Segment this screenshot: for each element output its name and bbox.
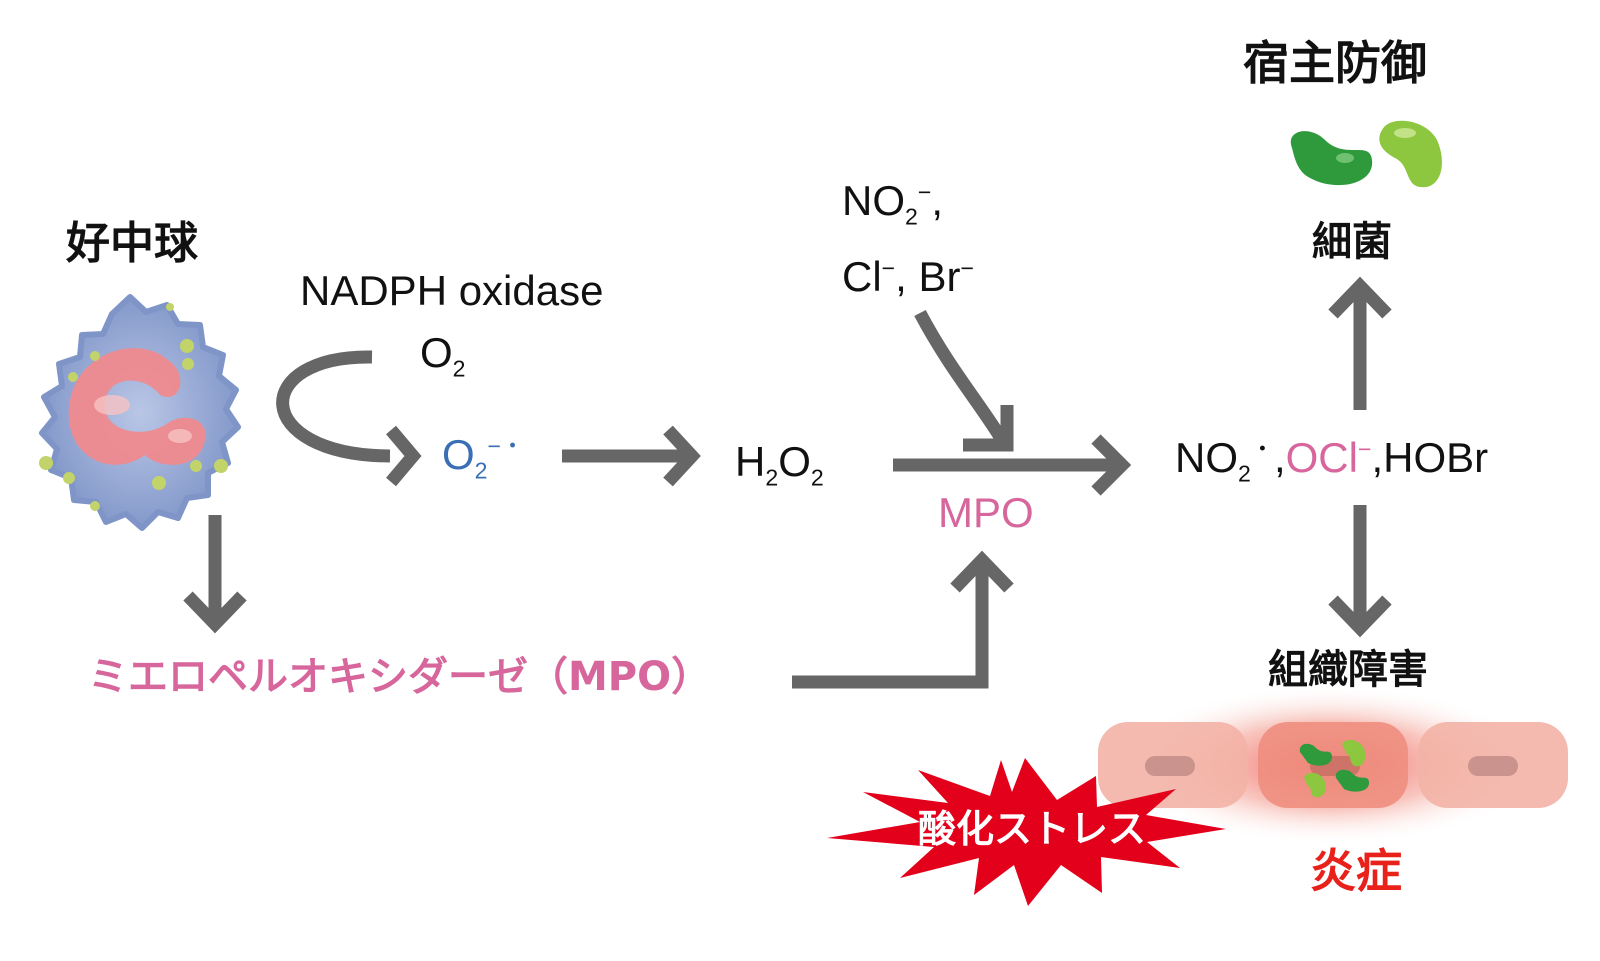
o2-label: O2 <box>420 329 466 382</box>
tissue-bacteria-icon <box>1299 739 1370 798</box>
mpo-full-label: ミエロペルオキシダーゼ（MPO） <box>88 654 712 700</box>
h2o2-label: H2O2 <box>735 438 824 491</box>
neutrophil-cell-icon <box>39 294 241 531</box>
tissue-damage-label: 組織障害 <box>1268 647 1428 693</box>
arrow-halides-to-mpo <box>914 309 1011 449</box>
oxidative-stress-label: 酸化ストレス <box>918 807 1147 851</box>
nitrite-label: NO2−, <box>842 177 944 230</box>
starburst-icon <box>827 758 1226 906</box>
neutrophil-label: 好中球 <box>66 218 198 269</box>
products-label: NO2・,OCl−,HOBr <box>1175 434 1489 487</box>
host-defense-label: 宿主防御 <box>1243 36 1427 90</box>
inflamed-tissue-icon <box>1098 685 1568 845</box>
halides-label: Cl−, Br− <box>842 253 975 300</box>
mpo-center-label: MPO <box>938 489 1034 536</box>
bacteria-label: 細菌 <box>1312 219 1392 265</box>
inflammation-label: 炎症 <box>1310 844 1402 898</box>
superoxide-label: O2−・ <box>442 431 525 484</box>
nadph-oxidase-label: NADPH oxidase <box>300 267 604 314</box>
bacteria-icon <box>1290 120 1442 188</box>
arrow-mpo-route <box>792 568 989 689</box>
nadph-curved-arrow <box>276 350 391 463</box>
arrow-group <box>183 276 1392 689</box>
nadph-arrowhead <box>386 425 422 487</box>
